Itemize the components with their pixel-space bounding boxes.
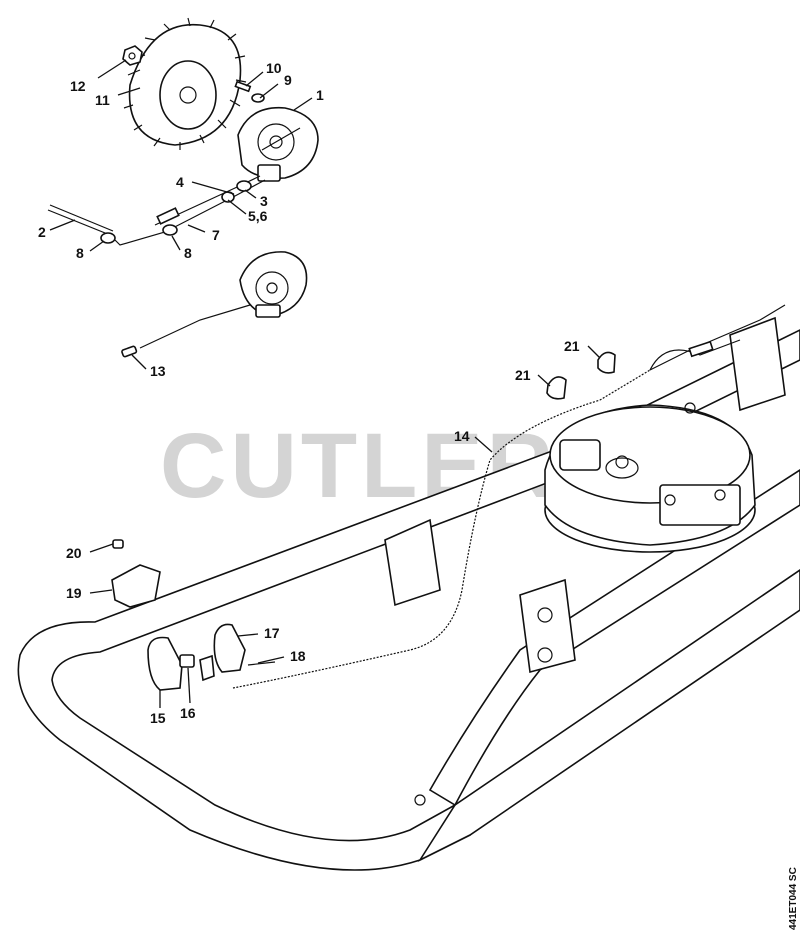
leader-lines [49,59,601,708]
callout-12: 12 [70,78,86,94]
cable-clamps [546,351,616,400]
callout-9: 9 [284,72,292,88]
callout-7: 7 [212,227,220,243]
callout-16: 16 [180,705,196,721]
nut [122,45,143,66]
main-cable [232,304,786,689]
switch-cover [111,539,161,608]
screw-and-washer [234,80,265,103]
ignition-module [237,106,319,182]
callout-15: 15 [150,710,166,726]
callout-21-upper: 21 [564,338,580,354]
callout-3: 3 [260,193,268,209]
callout-1: 1 [316,87,324,103]
callout-21-lower: 21 [515,367,531,383]
callout-5-6: 5,6 [248,208,268,224]
callout-13: 13 [150,363,166,379]
callout-11: 11 [95,92,110,108]
callout-labels: 12 11 10 9 1 4 3 5,6 2 7 8 8 13 21 21 14… [38,60,580,726]
switch-parts [147,623,276,691]
callout-10: 10 [266,60,282,76]
callout-17: 17 [264,625,280,641]
callout-2: 2 [38,224,46,240]
ignition-leads [47,175,266,246]
callout-18: 18 [290,648,306,664]
ignition-module-alt [121,251,308,358]
callout-8-right: 8 [184,245,192,261]
callout-14: 14 [454,428,470,444]
callout-20: 20 [66,545,82,561]
callout-4: 4 [176,174,184,190]
drawing-code: 441ET044 SC [788,867,799,930]
motor-housing [544,402,756,553]
flywheel [123,17,247,150]
callout-19: 19 [66,585,82,601]
handle-frame [17,316,800,871]
callout-8-left: 8 [76,245,84,261]
